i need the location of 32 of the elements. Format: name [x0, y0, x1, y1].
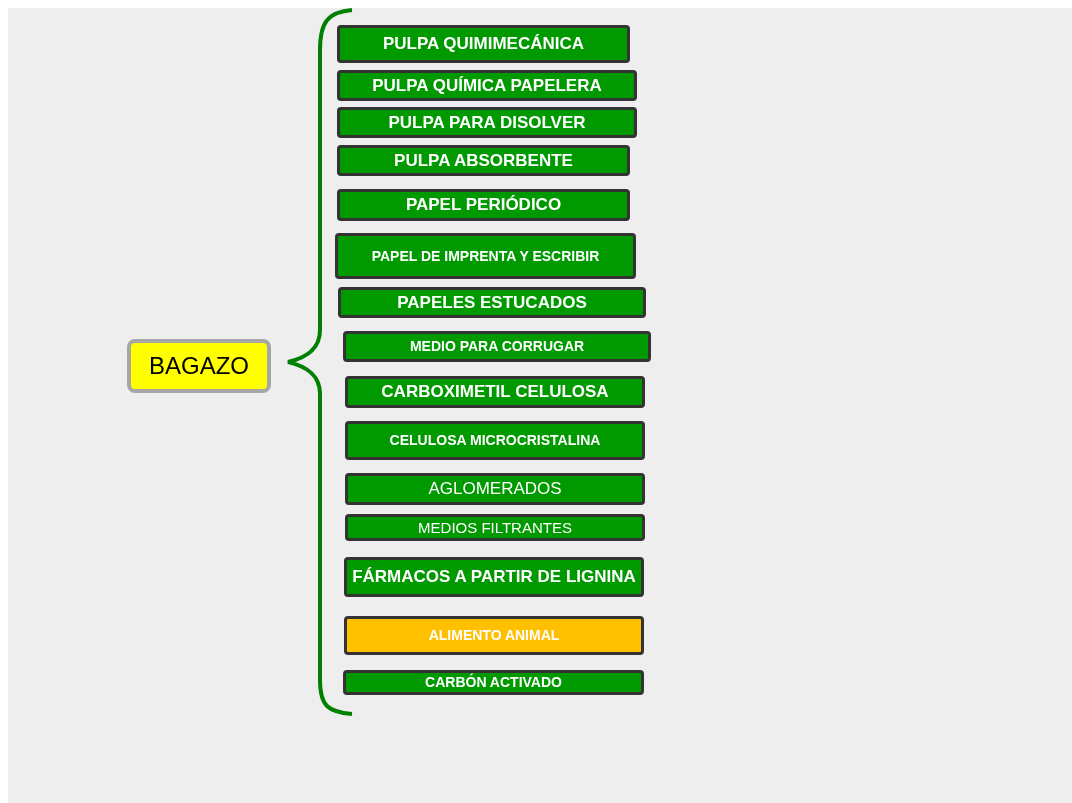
node-label: PULPA ABSORBENTE: [394, 150, 573, 171]
item-box: [345, 376, 645, 408]
item-box: [338, 287, 646, 318]
node-label: PULPA QUÍMICA PAPELERA: [372, 75, 602, 96]
node-label: PAPEL DE IMPRENTA Y ESCRIBIR: [371, 247, 600, 265]
node-label: MEDIO PARA CORRUGAR: [409, 338, 585, 355]
item-box: [335, 233, 636, 279]
item-box: [337, 107, 637, 138]
node-label: FÁRMACOS A PARTIR DE LIGNINA: [352, 567, 636, 587]
item-box: [345, 473, 645, 505]
node-label: BAGAZO: [149, 352, 249, 380]
node-label: ALIMENTO ANIMAL: [428, 627, 560, 644]
item-box: [337, 189, 630, 221]
item-box: [337, 70, 637, 101]
item-box: [345, 514, 645, 541]
node-label: CARBOXIMETIL CELULOSA: [381, 382, 609, 402]
node-label: PAPEL PERIÓDICO: [405, 195, 562, 215]
item-box: [343, 331, 651, 362]
node-label: CELULOSA MICROCRISTALINA: [389, 432, 601, 449]
node-label: PAPELES ESTUCADOS: [397, 292, 587, 313]
node-label: PULPA QUIMIMECÁNICA: [382, 34, 585, 54]
node-label: MEDIOS FILTRANTES: [418, 518, 572, 537]
node-label: AGLOMERADOS: [428, 479, 562, 499]
root-box: [127, 339, 271, 393]
node-label: PULPA PARA DISOLVER: [388, 112, 586, 133]
item-box: [337, 25, 630, 63]
node-label: CARBÓN ACTIVADO: [425, 674, 562, 691]
item-box: [344, 616, 644, 655]
item-box: [337, 145, 630, 176]
item-box: [345, 421, 645, 460]
item-box: [343, 670, 644, 695]
item-box: [344, 557, 644, 597]
